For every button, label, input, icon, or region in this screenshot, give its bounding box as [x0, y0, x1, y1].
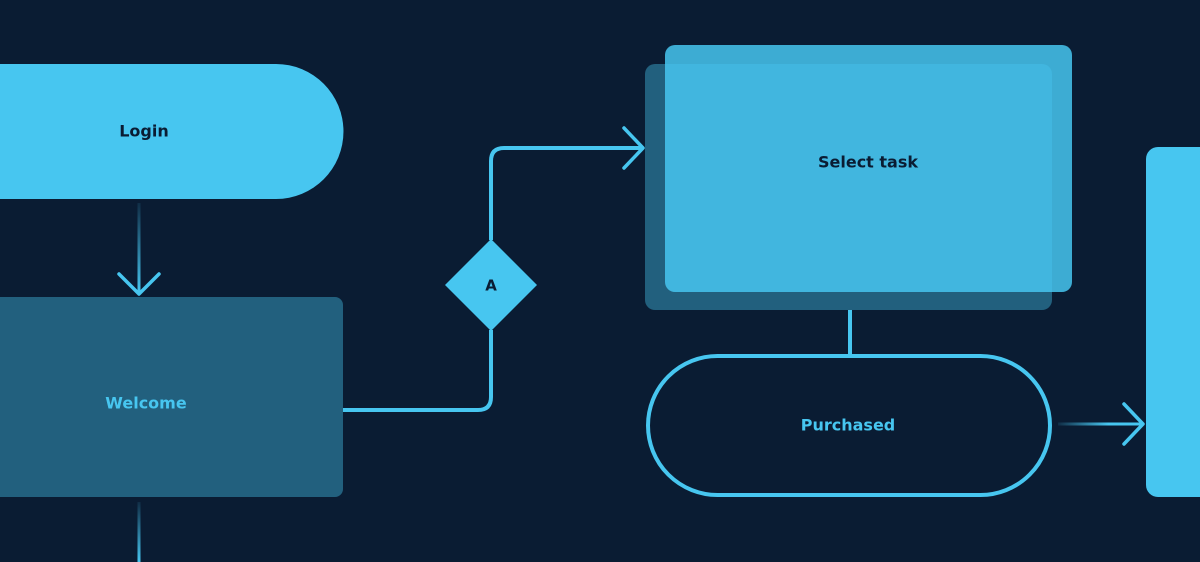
next-node[interactable]: [1146, 147, 1200, 497]
purchased-shape: [646, 354, 1052, 497]
welcome-label: Welcome: [105, 394, 187, 413]
login-to-welcome-arrow: [117, 203, 161, 296]
welcome-outgoing-line: [137, 502, 141, 562]
decision-diamond: [445, 239, 537, 331]
login-node[interactable]: Login: [0, 64, 344, 199]
welcome-to-select-connector: [343, 146, 642, 412]
decision-label: A: [485, 277, 497, 295]
decision-node[interactable]: A: [445, 239, 537, 331]
arrowhead-down-icon: [117, 272, 161, 296]
welcome-shape: [0, 297, 343, 497]
purchased-outgoing-line: [1058, 422, 1142, 426]
select-to-purchased-line: [848, 310, 852, 356]
login-label: Login: [119, 122, 169, 141]
arrowhead-right-icon: [1122, 402, 1145, 446]
purchased-label: Purchased: [801, 416, 896, 435]
login-shape: [0, 64, 344, 199]
purchased-node[interactable]: Purchased: [646, 354, 1052, 497]
arrowhead-right-icon: [622, 126, 645, 170]
connector-line: [137, 203, 141, 293]
select-task-label: Select task: [818, 153, 918, 172]
welcome-node[interactable]: Welcome: [0, 297, 343, 497]
select-task-node[interactable]: Select task: [645, 45, 1072, 310]
select-task-front-card: [665, 45, 1072, 292]
